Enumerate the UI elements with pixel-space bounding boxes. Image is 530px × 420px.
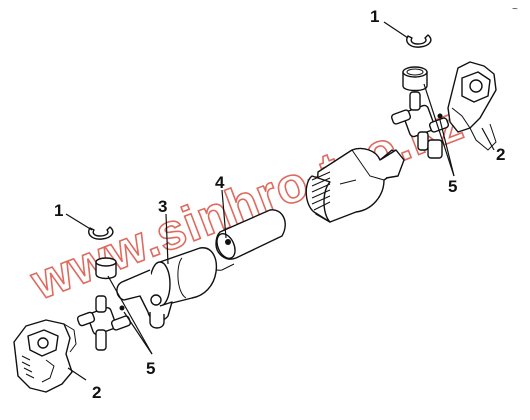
- tube-yoke: [116, 247, 218, 329]
- callout-tube-yoke: 3: [158, 197, 167, 216]
- retaining-ring-left: [88, 226, 114, 240]
- callout-cross-bearing-left: 5: [146, 359, 155, 378]
- watermark: www.sinhro-tco.kz: [23, 94, 471, 310]
- leader-lines: [65, 21, 495, 381]
- callout-retaining-ring-left: 1: [54, 201, 63, 220]
- flange-yoke-left: [13, 319, 77, 393]
- callout-retaining-ring-top: 1: [370, 7, 379, 26]
- bearing-cap-left: [95, 257, 117, 280]
- slip-yoke: [305, 147, 405, 223]
- retaining-ring-top: [406, 34, 432, 48]
- bearing-cap-right: [402, 66, 428, 92]
- flange-yoke-right: [447, 61, 497, 151]
- callout-yoke-right: 2: [496, 145, 505, 164]
- universal-cross-right: [390, 91, 450, 159]
- corner-mark: ~: [512, 4, 518, 15]
- callout-yoke-left: 2: [92, 383, 101, 402]
- callout-slip-sleeve: 4: [215, 173, 225, 192]
- universal-cross-left: [76, 295, 132, 351]
- callout-cross-bearing-right: 5: [448, 177, 457, 196]
